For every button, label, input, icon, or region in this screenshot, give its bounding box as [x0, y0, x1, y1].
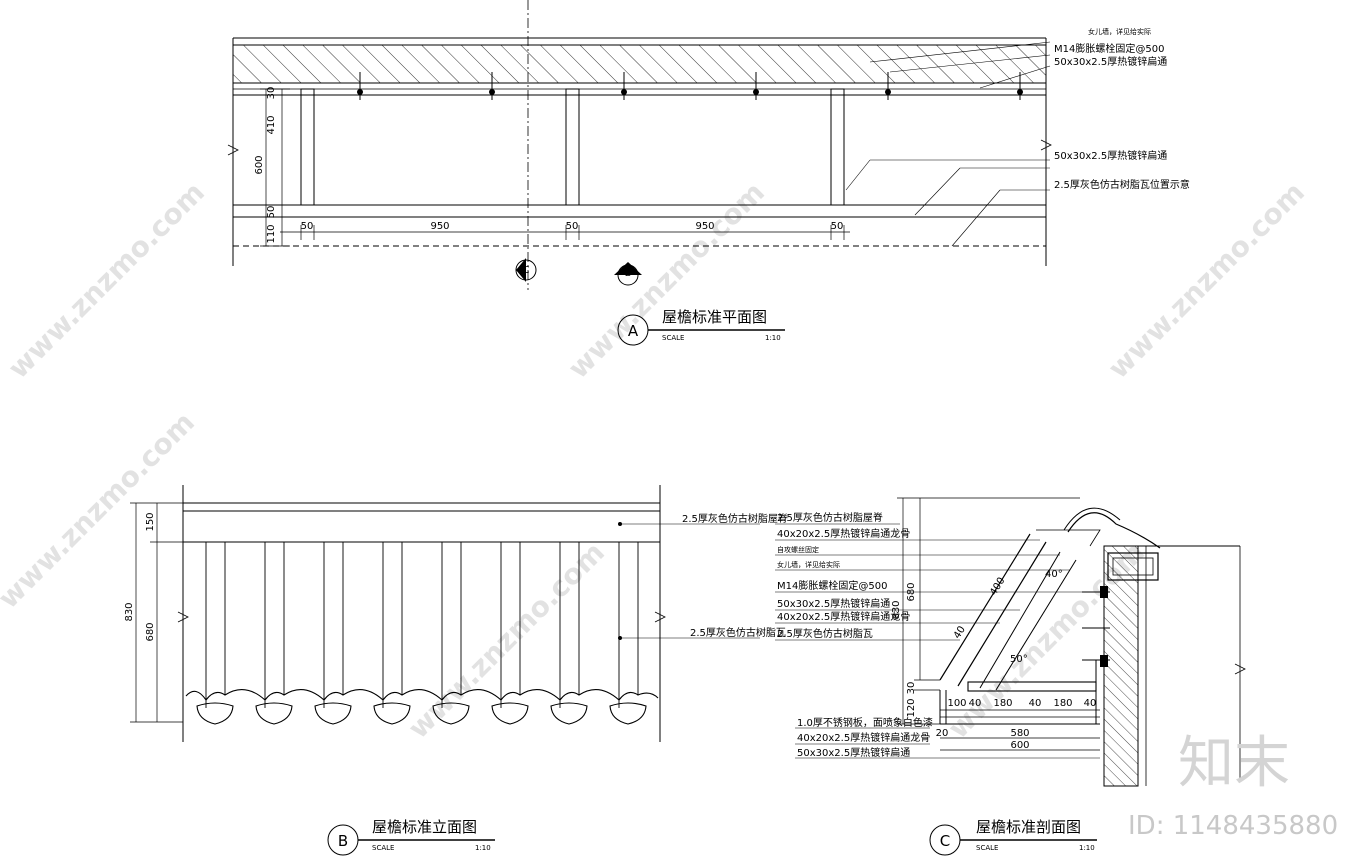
- section-scale-value: 1:10: [1079, 844, 1095, 852]
- watermark-site: www.znzmo.com: [0, 406, 201, 615]
- watermark-site: www.znzmo.com: [1102, 176, 1311, 385]
- note-text: 自攻螺丝固定: [777, 545, 819, 554]
- note-text: 50x30x2.5厚热镀锌扁通: [777, 597, 890, 610]
- dim-text: 110: [266, 224, 277, 243]
- elevation-view: [130, 485, 760, 856]
- note-text: 2.5厚灰色仿古树脂屋脊: [777, 511, 883, 524]
- note-text: 2.5厚灰色仿古树脂瓦位置示意: [1054, 178, 1190, 191]
- dim-text: 950: [430, 221, 449, 232]
- dim-text: 830: [124, 602, 135, 621]
- dim-text: 680: [906, 582, 917, 601]
- note-text: 40x20x2.5厚热镀锌扁通龙骨: [777, 527, 910, 540]
- elevation-title: 屋檐标准立面图: [372, 818, 477, 836]
- elevation-scale-label: SCALE: [372, 844, 394, 852]
- section-title: 屋檐标准剖面图: [976, 818, 1081, 836]
- note-text: 女儿墙，详见给实际: [777, 560, 840, 569]
- dim-text: 30: [266, 87, 277, 100]
- note-text: M14膨胀螺栓固定@500: [1054, 42, 1164, 55]
- watermark-site: www.znzmo.com: [562, 176, 771, 385]
- dim-text: 40: [1084, 698, 1097, 709]
- dim-text: 400: [988, 576, 1007, 598]
- dim-text: 410: [266, 115, 277, 134]
- dim-text: 150: [145, 512, 156, 531]
- dim-text: 580: [1010, 728, 1029, 739]
- brand-watermark: 知末 ID: 1148435880: [1128, 731, 1338, 841]
- dim-text: 180: [1053, 698, 1072, 709]
- dim-text: 50: [266, 206, 277, 219]
- brand-id-text: ID: 1148435880: [1128, 811, 1338, 841]
- note-text: 50x30x2.5厚热镀锌扁通: [1054, 55, 1167, 68]
- dim-text: 40: [969, 698, 982, 709]
- dim-text: 680: [145, 622, 156, 641]
- section-texts: 680 830 30 120 100 40 180 40 180 40 20 5…: [777, 511, 1096, 852]
- plan-scale-label: SCALE: [662, 334, 684, 342]
- dim-text: 180: [993, 698, 1012, 709]
- note-text: 40x20x2.5厚热镀锌扁通龙骨: [797, 731, 930, 744]
- section-letter: C: [940, 832, 950, 850]
- section-mark-b: B: [625, 268, 632, 279]
- angle-text: 50°: [1010, 654, 1028, 665]
- elevation-scale-value: 1:10: [475, 844, 491, 852]
- elevation-texts: 150 680 830 2.5厚灰色仿古树脂屋脊 2.5厚灰色仿古树脂瓦 B 屋…: [124, 512, 788, 852]
- note-text: 50x30x2.5厚热镀锌扁通: [797, 746, 910, 759]
- watermark-site: www.znzmo.com: [402, 536, 611, 745]
- dim-text: 600: [254, 155, 265, 174]
- plan-letter: A: [628, 322, 639, 340]
- dim-text: 30: [906, 682, 917, 695]
- dim-text: 120: [906, 698, 917, 717]
- dim-text: 20: [936, 728, 949, 739]
- dim-text: 950: [695, 221, 714, 232]
- plan-title: 屋檐标准平面图: [662, 308, 767, 326]
- elevation-letter: B: [338, 832, 348, 850]
- section-mark-c: C: [523, 265, 530, 276]
- note-text: M14膨胀螺栓固定@500: [777, 579, 887, 592]
- watermark-site: www.znzmo.com: [2, 176, 211, 385]
- dim-text: 50: [301, 221, 314, 232]
- brand-logo-text: 知末: [1178, 731, 1290, 796]
- note-text: 2.5厚灰色仿古树脂瓦: [690, 626, 786, 639]
- dim-text: 40: [1029, 698, 1042, 709]
- section-view: [775, 497, 1246, 856]
- note-text: 女儿墙，详见给实际: [1088, 27, 1151, 36]
- note-text: 2.5厚灰色仿古树脂瓦: [777, 627, 873, 640]
- bolt-icons: [357, 72, 1023, 100]
- dim-text: 830: [891, 600, 902, 619]
- dim-text: 50: [566, 221, 579, 232]
- plan-scale-value: 1:10: [765, 334, 781, 342]
- plan-texts: 410 30 50 110 600 50 950 50 950 50 女儿墙，详…: [254, 27, 1190, 342]
- note-text: 50x30x2.5厚热镀锌扁通: [1054, 149, 1167, 162]
- section-scale-label: SCALE: [976, 844, 998, 852]
- note-text: 1.0厚不锈钢板，面喷象白色漆: [797, 716, 933, 729]
- angle-text: 40°: [1045, 569, 1063, 580]
- note-text: 40x20x2.5厚热镀锌扁通龙骨: [777, 610, 910, 623]
- dim-text: 600: [1010, 740, 1029, 751]
- note-text: 2.5厚灰色仿古树脂屋脊: [682, 512, 788, 525]
- dim-text: 50: [831, 221, 844, 232]
- plan-view: [227, 0, 1052, 346]
- dim-text: 100: [947, 698, 966, 709]
